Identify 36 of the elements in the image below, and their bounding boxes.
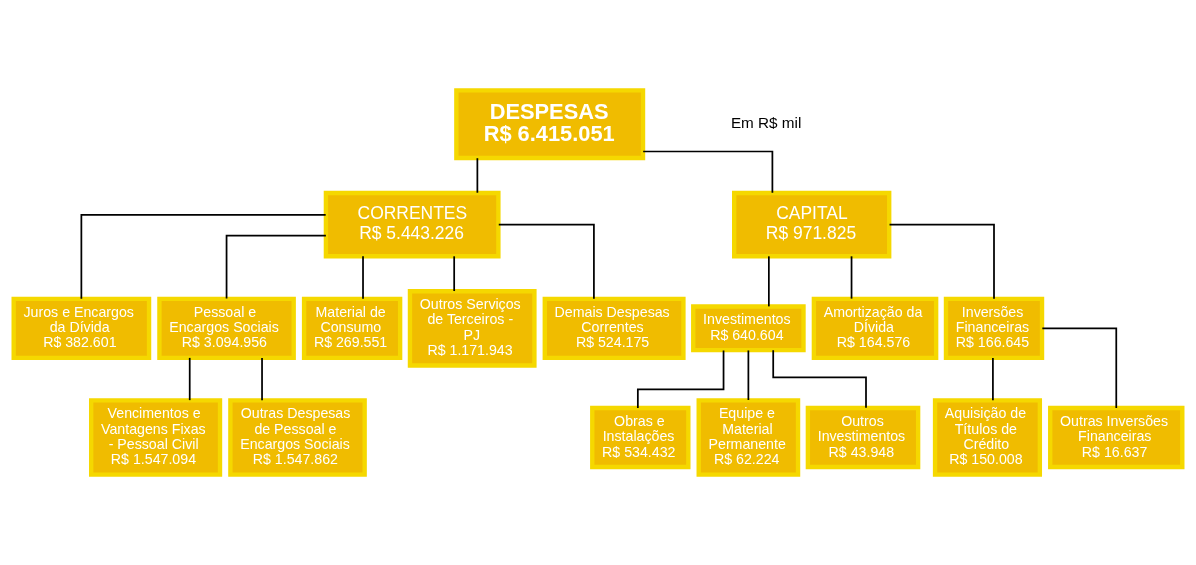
node-box: Pessoal e Encargos Sociais R$ 3.094.956 (157, 296, 296, 360)
connector (636, 349, 725, 409)
node-box: Aquisição de Títulos de Crédito R$ 150.008 (932, 398, 1043, 477)
node-box: Amortização da DÍvida R$ 164.576 (811, 296, 939, 360)
connector (767, 255, 770, 308)
node-box: Outras Despesas de Pessoal e Encargos Sociais R$ 1.547.862 (228, 398, 367, 477)
connector (992, 357, 994, 401)
node-box: Inversões Financeiras R$ 166.645 (943, 296, 1045, 360)
node-box: Outras Inversões Financeiras R$ 16.637 (1048, 405, 1185, 470)
node-box: Outros Serviços de Terceiros - PJ R$ 1.171.943 (407, 289, 537, 368)
node-box: Investimentos R$ 640.604 (691, 304, 806, 353)
connector (850, 255, 853, 300)
node-box: CAPITAL R$ 971.825 (732, 190, 892, 259)
node-box: Equipe e Material Permanente R$ 62.224 (696, 398, 801, 477)
connector (772, 349, 867, 409)
connector (362, 255, 364, 300)
connector (453, 255, 456, 292)
node-box: Obras e Instalações R$ 534.432 (590, 405, 691, 470)
label: Em R$ mil (730, 114, 802, 132)
connector (80, 213, 327, 300)
connector (642, 150, 774, 194)
node-box: Outros Investimentos R$ 43.948 (805, 405, 921, 470)
connector (888, 223, 995, 300)
connector (497, 223, 595, 300)
node-box: Vencimentos e Vantagens Fixas - Pessoal Civil R$ 1.547.094 (89, 398, 223, 477)
connector (476, 157, 479, 194)
node-box: DESPESAS R$ 6.415.051 (454, 88, 646, 161)
node-box: Demais Despesas Correntes R$ 524.175 (542, 296, 686, 360)
node-box: Material de Consumo R$ 269.551 (301, 296, 403, 360)
node-box: CORRENTES R$ 5.443.226 (323, 190, 501, 259)
node-box: Juros e Encargos da Dívida R$ 382.601 (11, 296, 152, 360)
connector (225, 234, 327, 300)
connector (188, 357, 191, 401)
connector (1041, 327, 1118, 409)
connector (261, 357, 263, 401)
connector (747, 349, 750, 401)
